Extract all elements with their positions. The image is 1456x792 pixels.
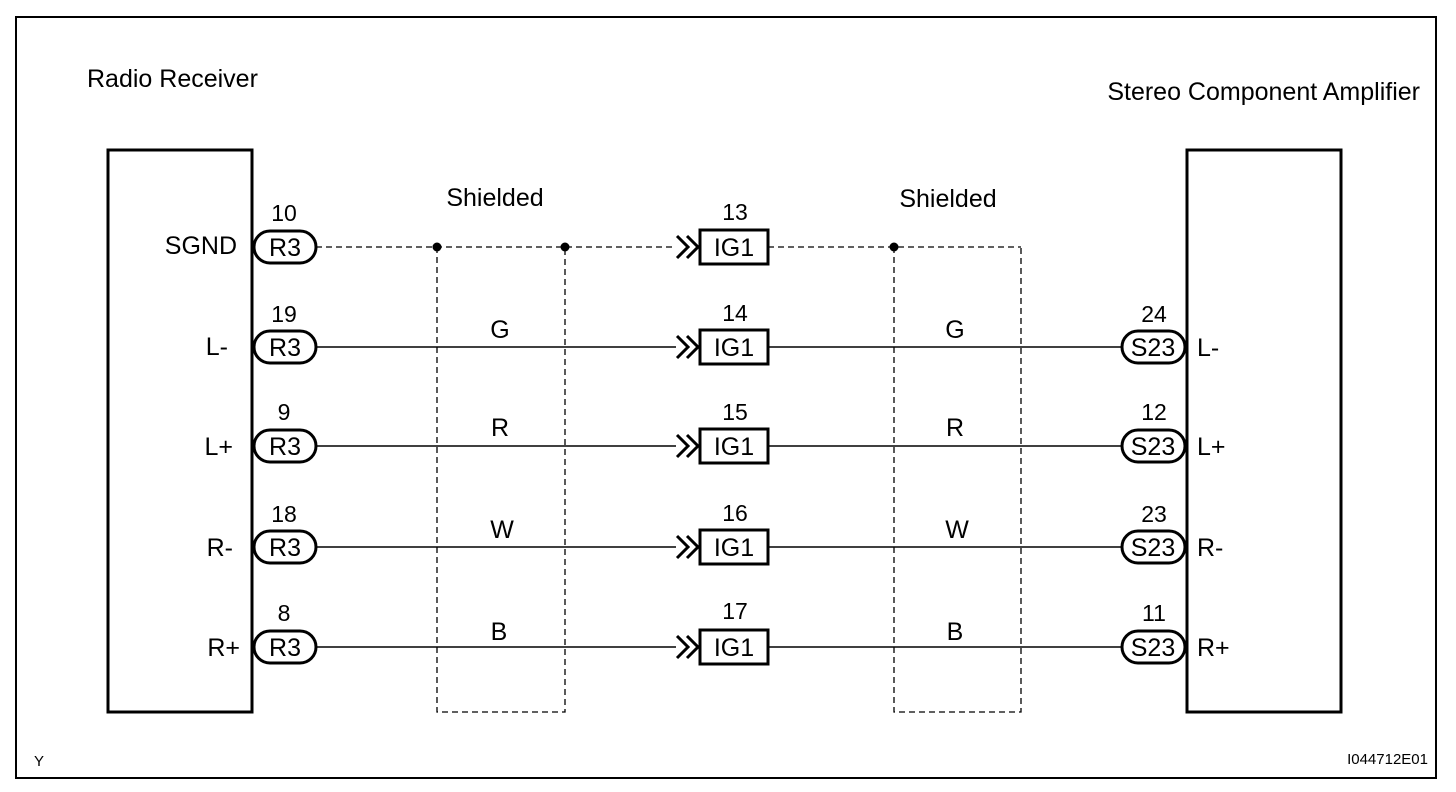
wire-color-label: W (945, 516, 969, 544)
signal-label: L- (206, 333, 228, 361)
right-component-title: Stereo Component Amplifier (1107, 78, 1420, 106)
signal-label: L+ (204, 433, 233, 461)
diagram-frame (15, 16, 1437, 779)
connector-label: IG1 (714, 234, 754, 262)
pin-number: 11 (1142, 600, 1166, 626)
circuit-row: R- 18 R3 W 16 IG1 W 23 S23 R- (207, 500, 1223, 566)
wire-color-label: B (491, 618, 508, 646)
circuit-row: L+ 9 R3 R 15 IG1 R 12 S23 L+ (204, 399, 1226, 465)
wire-color-label: G (490, 316, 509, 344)
shield-outline-left (436, 247, 566, 713)
circuit-row: R+ 8 R3 B 17 IG1 B 11 S23 R+ (207, 598, 1230, 666)
connector-label: S23 (1131, 534, 1175, 562)
connector-label: R3 (269, 334, 301, 362)
shield-outline-right (893, 247, 1022, 713)
pin-number: 12 (1141, 399, 1167, 425)
signal-label: R+ (1197, 634, 1230, 662)
connector-badge (1120, 629, 1187, 665)
connector-badge (1120, 329, 1187, 365)
junction-chevron-icon (675, 234, 701, 260)
pin-number: 9 (278, 399, 291, 425)
junction-chevron-icon (675, 534, 701, 560)
connector-label: R3 (269, 634, 301, 662)
signal-label: L- (1197, 334, 1219, 362)
footer-right-code: I044712E01 (1347, 751, 1428, 768)
signal-label: L+ (1197, 433, 1226, 461)
splice-point (560, 242, 570, 252)
junction-chevron-icon (675, 634, 701, 660)
connector-label: S23 (1131, 634, 1175, 662)
wire-color-label: G (945, 316, 964, 344)
connector-label: S23 (1131, 334, 1175, 362)
connector-label: R3 (269, 433, 301, 461)
shield-label-right: Shielded (899, 185, 996, 213)
signal-label: SGND (165, 232, 237, 260)
stereo-amplifier-box (1185, 148, 1343, 714)
junction-connector-box (698, 427, 770, 465)
pin-number: 23 (1141, 501, 1167, 527)
wire-color-label: B (947, 618, 964, 646)
junction-connector-box (698, 228, 770, 266)
pin-number: 19 (271, 301, 297, 327)
circuit-row: L- 19 R3 G 14 IG1 G 24 S23 L- (206, 300, 1219, 366)
wire-color-label: R (491, 414, 509, 442)
pin-number: 17 (722, 598, 748, 624)
wire-color-label: R (946, 414, 964, 442)
pin-number: 8 (278, 600, 291, 626)
pin-number: 15 (722, 399, 748, 425)
pin-number: 10 (271, 200, 297, 226)
pin-number: 13 (722, 199, 748, 225)
connector-label: IG1 (714, 534, 754, 562)
signal-label: R- (1197, 534, 1223, 562)
radio-receiver-box (106, 148, 254, 714)
signal-label: R+ (207, 634, 240, 662)
junction-chevron-icon (675, 433, 701, 459)
connector-label: IG1 (714, 634, 754, 662)
connector-label: S23 (1131, 433, 1175, 461)
wire-color-label: W (490, 516, 514, 544)
footer-left-code: Y (34, 753, 44, 770)
circuit-row: SGND 10 R3 13 IG1 (165, 199, 1021, 266)
connector-badge (1120, 428, 1187, 464)
pin-number: 14 (722, 300, 748, 326)
splice-point (432, 242, 442, 252)
connector-label: IG1 (714, 433, 754, 461)
pin-number: 18 (271, 501, 297, 527)
connector-badge (1120, 529, 1187, 565)
shield-label-left: Shielded (446, 184, 543, 212)
left-component-title: Radio Receiver (87, 65, 258, 93)
pin-number: 16 (722, 500, 748, 526)
connector-label: R3 (269, 234, 301, 262)
connector-label: R3 (269, 534, 301, 562)
signal-label: R- (207, 534, 233, 562)
splice-point (889, 242, 899, 252)
junction-chevron-icon (675, 334, 701, 360)
connector-label: IG1 (714, 334, 754, 362)
pin-number: 24 (1141, 301, 1167, 327)
